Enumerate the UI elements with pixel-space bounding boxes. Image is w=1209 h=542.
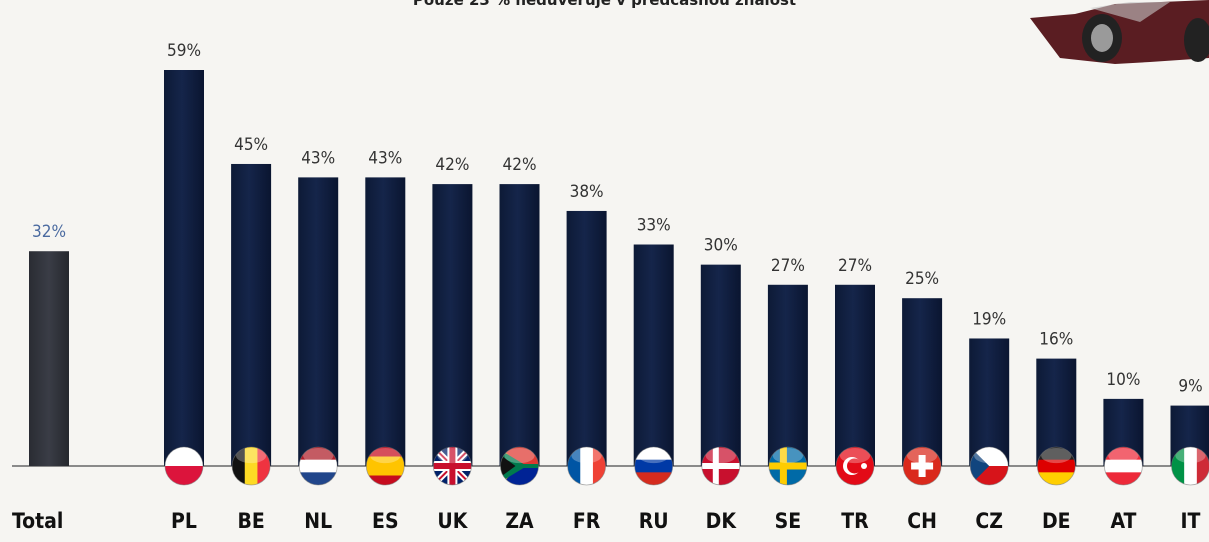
flag-de-icon bbox=[1037, 447, 1075, 486]
bar-uk bbox=[432, 184, 472, 466]
flag-za-icon bbox=[501, 447, 539, 486]
value-label-tr: 27% bbox=[838, 256, 872, 276]
category-label-be: BE bbox=[237, 509, 264, 533]
category-label-se: SE bbox=[775, 509, 802, 533]
category-label-dk: DK bbox=[706, 509, 738, 533]
value-label-fr: 38% bbox=[570, 182, 604, 202]
category-label-ru: RU bbox=[639, 509, 669, 533]
flag-es-icon bbox=[366, 447, 404, 486]
flag-be-icon bbox=[232, 447, 270, 485]
bar-se bbox=[768, 285, 808, 466]
flag-pl-icon bbox=[165, 447, 203, 486]
flag-ru-icon bbox=[635, 447, 673, 486]
flag-cz-icon bbox=[970, 447, 1008, 486]
category-label-at: AT bbox=[1110, 509, 1136, 533]
bar-be bbox=[231, 164, 271, 466]
flag-uk-icon bbox=[433, 447, 471, 485]
value-label-uk: 42% bbox=[435, 155, 469, 175]
flag-it-icon bbox=[1172, 447, 1209, 485]
value-label-nl: 43% bbox=[301, 148, 335, 168]
value-label-at: 10% bbox=[1106, 370, 1140, 390]
category-label-it: IT bbox=[1181, 509, 1201, 533]
value-label-za: 42% bbox=[503, 155, 537, 175]
bar-pl bbox=[164, 70, 204, 466]
flag-tr-icon bbox=[836, 447, 874, 485]
value-label-ru: 33% bbox=[637, 216, 671, 236]
bar-dk bbox=[701, 265, 741, 466]
value-label-de: 16% bbox=[1039, 330, 1073, 350]
flag-se-icon bbox=[769, 447, 807, 485]
category-label-ch: CH bbox=[907, 509, 937, 533]
bar-nl bbox=[298, 177, 338, 466]
bar-tr bbox=[835, 285, 875, 466]
value-label-total: 32% bbox=[32, 222, 66, 242]
value-label-es: 43% bbox=[368, 148, 402, 168]
flag-at-icon bbox=[1104, 447, 1142, 486]
flag-nl-icon bbox=[299, 447, 337, 486]
flag-ch-icon bbox=[903, 447, 941, 485]
category-label-uk: UK bbox=[437, 509, 468, 533]
value-label-cz: 19% bbox=[972, 309, 1006, 329]
flag-fr-icon bbox=[568, 447, 607, 485]
bar-ch bbox=[902, 298, 942, 466]
category-label-cz: CZ bbox=[975, 509, 1003, 533]
category-label-pl: PL bbox=[171, 509, 197, 533]
category-label-fr: FR bbox=[573, 509, 601, 533]
value-label-ch: 25% bbox=[905, 269, 939, 289]
category-label-es: ES bbox=[372, 509, 399, 533]
value-label-se: 27% bbox=[771, 256, 805, 276]
value-label-it: 9% bbox=[1178, 377, 1202, 397]
bar-total bbox=[29, 251, 69, 466]
bar-za bbox=[500, 184, 540, 466]
bar-fr bbox=[567, 211, 607, 466]
value-label-dk: 30% bbox=[704, 236, 738, 256]
value-label-pl: 59% bbox=[167, 41, 201, 61]
value-label-be: 45% bbox=[234, 135, 268, 155]
car-image bbox=[1020, 0, 1209, 68]
category-label-nl: NL bbox=[304, 509, 332, 533]
category-label-total: Total bbox=[12, 509, 63, 533]
bar-es bbox=[365, 177, 405, 466]
bar-ru bbox=[634, 245, 674, 466]
category-label-za: ZA bbox=[505, 509, 534, 533]
category-label-de: DE bbox=[1042, 509, 1071, 533]
category-label-tr: TR bbox=[841, 509, 869, 533]
flag-dk-icon bbox=[702, 447, 740, 485]
